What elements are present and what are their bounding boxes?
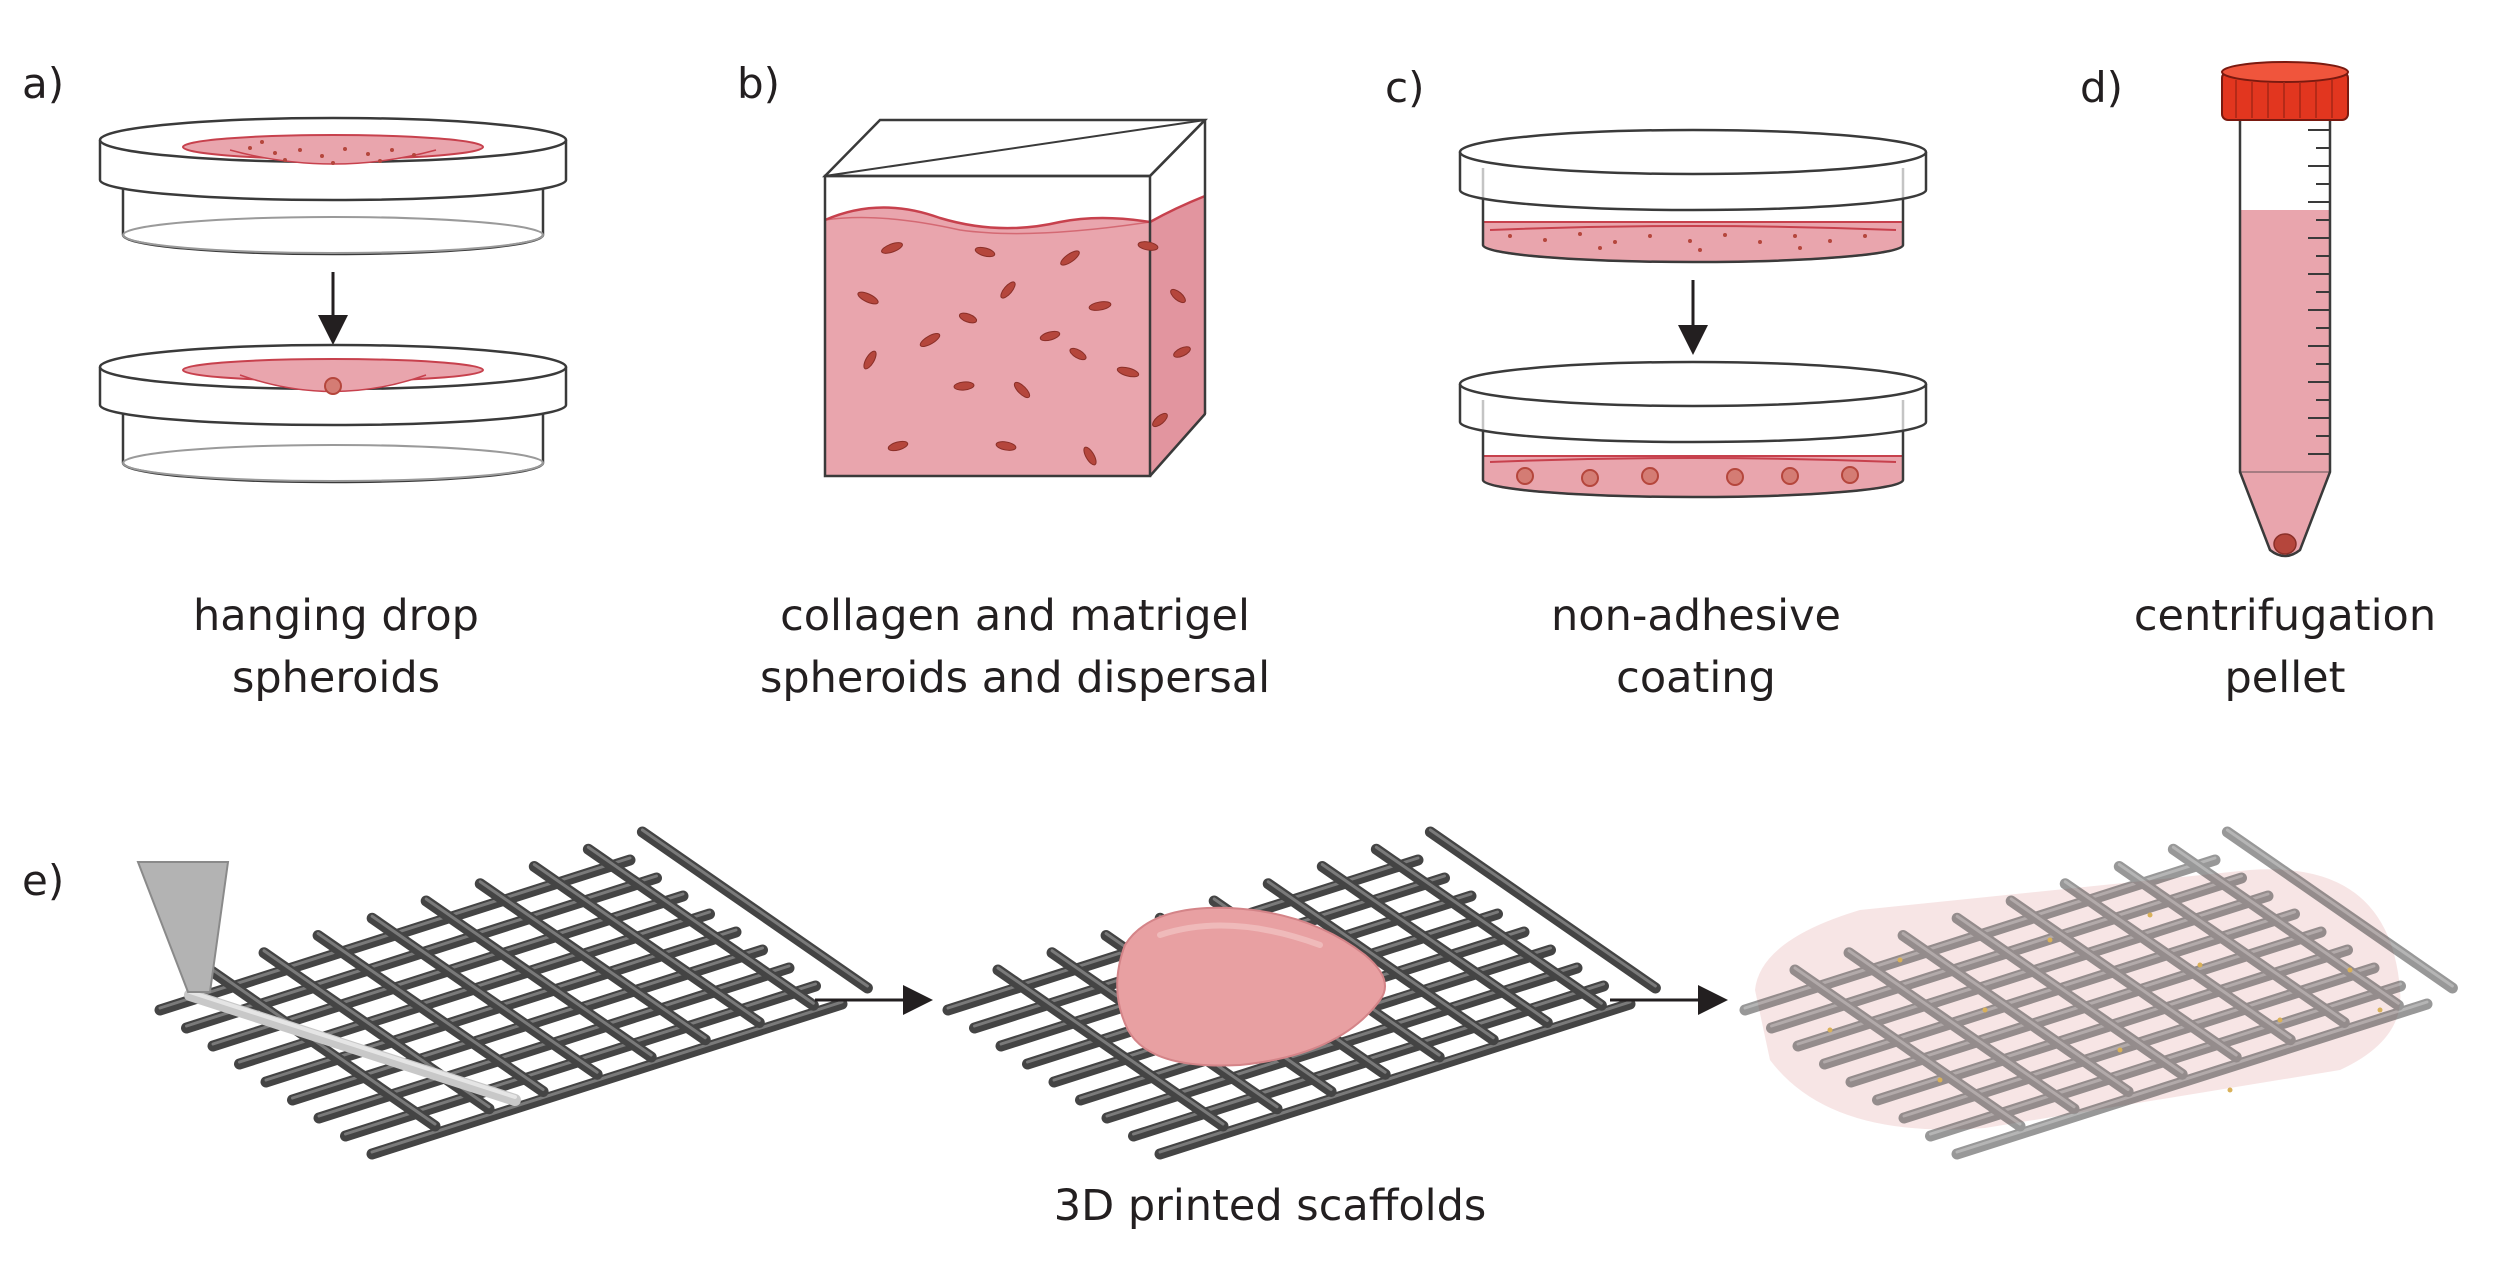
scaffold-rod-highlight xyxy=(2117,863,2346,1022)
panel-b-caption-line2: spheroids and dispersal xyxy=(760,653,1270,703)
panel-c-caption-line1: non-adhesive xyxy=(1551,591,1841,641)
scaffold-rod xyxy=(636,826,873,994)
panel-e-label: e) xyxy=(22,856,64,905)
scaffold-rod-highlight xyxy=(1320,863,1549,1022)
scaffold-rod xyxy=(1843,947,2080,1115)
scaffold-rod xyxy=(528,861,765,1028)
scaffold-rod xyxy=(1789,964,2026,1132)
falcon-tube-icon xyxy=(2221,61,2349,558)
scaffold-rod xyxy=(204,964,441,1132)
scaffold-rod-highlight xyxy=(532,863,761,1022)
scaffold-rod xyxy=(992,964,1229,1132)
panel-e: e) 3D printed scaffolds xyxy=(22,826,2458,1231)
scaffold-rod-highlight xyxy=(2171,845,2400,1005)
scaffold-rod-highlight xyxy=(1901,932,2130,1091)
scaffold-rod-highlight xyxy=(370,914,599,1074)
scaffold-rod xyxy=(420,895,657,1063)
panel-b-caption-line1: collagen and matrigel xyxy=(780,591,1250,641)
scaffold-rod xyxy=(1424,826,1661,994)
scaffold-rod xyxy=(582,843,819,1011)
scaffold-rod-highlight xyxy=(640,828,869,988)
scaffold-rod-highlight xyxy=(1955,914,2184,1074)
dispersed-cells xyxy=(857,241,1191,466)
panel-c-caption-line2: coating xyxy=(1616,653,1776,703)
scaffold-rod xyxy=(2113,861,2350,1028)
panel-e-caption: 3D printed scaffolds xyxy=(1054,1181,1487,1231)
spheroids xyxy=(1516,466,1859,487)
scaffold-rod-highlight xyxy=(586,845,815,1005)
panel-a-caption-line2: spheroids xyxy=(232,653,440,703)
scaffold-rod xyxy=(366,912,603,1080)
cell-dots xyxy=(1508,232,1867,252)
panel-a: a) hanging xyxy=(22,59,568,703)
scaffold-rod xyxy=(1897,930,2134,1097)
panel-c-label: c) xyxy=(1385,63,1424,112)
scaffold-rod xyxy=(474,878,711,1046)
scaffold-rod-highlight xyxy=(1266,880,1495,1040)
scaffold-rod xyxy=(1262,878,1499,1046)
scaffold-grid-icon xyxy=(154,826,873,1160)
scaffold-rod xyxy=(1370,843,1607,1011)
scaffold-rod-highlight xyxy=(2225,828,2454,988)
petri-dish-icon xyxy=(98,343,568,484)
scaffold-rod-highlight xyxy=(478,880,707,1040)
cell-suspension-blob xyxy=(1116,906,1386,1067)
scaffold-rod xyxy=(2221,826,2458,994)
panel-a-caption-line1: hanging drop xyxy=(193,591,479,641)
pellet xyxy=(2273,533,2297,555)
scaffold-rod xyxy=(1316,861,1553,1028)
scaffold-rod xyxy=(1951,912,2188,1080)
petri-dish-icon xyxy=(98,116,568,256)
petri-dish-icon xyxy=(1458,360,1928,499)
scaffold-rod xyxy=(2059,878,2296,1046)
spheroid xyxy=(324,377,342,395)
scaffold-rod xyxy=(312,930,549,1097)
scaffold-rod-highlight xyxy=(316,932,545,1091)
petri-dish-icon xyxy=(1458,128,1928,264)
scaffold-rod-highlight xyxy=(996,966,1225,1126)
scaffold-rod-highlight xyxy=(2009,897,2238,1057)
scaffold-rod-highlight xyxy=(1158,1000,1632,1154)
panel-d-label: d) xyxy=(2080,63,2123,112)
scaffold-rod-highlight xyxy=(1374,845,1603,1005)
panel-d-caption-line2: pellet xyxy=(2225,653,2346,703)
scaffold-rod-highlight xyxy=(1847,949,2076,1109)
panel-d: d) xyxy=(2080,61,2436,703)
scaffold-rod-highlight xyxy=(1793,966,2022,1126)
scaffold-rod xyxy=(1951,998,2433,1160)
scaffold-rod xyxy=(1154,998,1636,1160)
seeded-cells xyxy=(1827,912,2383,1093)
scaffold-rod-highlight xyxy=(1428,828,1657,988)
scaffold-grid-icon xyxy=(1739,826,2458,1160)
panel-b-label: b) xyxy=(737,59,780,108)
panel-d-caption-line1: centrifugation xyxy=(2134,591,2436,641)
scaffold-rod-highlight xyxy=(424,897,653,1057)
panel-b: b) xyxy=(737,59,1270,703)
scaffold-rod-highlight xyxy=(1955,1000,2429,1154)
scaffold-rod xyxy=(2005,895,2242,1063)
scaffold-rod xyxy=(2167,843,2404,1011)
gel-cube-icon xyxy=(822,118,1208,478)
panel-a-label: a) xyxy=(22,59,64,108)
panel-c: c) xyxy=(1385,63,1928,703)
cell-dots xyxy=(248,140,416,165)
scaffold-rod-highlight xyxy=(2063,880,2292,1040)
scaffold-rod-highlight xyxy=(370,1000,844,1154)
scaffold-rod xyxy=(366,998,848,1160)
printing-nozzle-icon xyxy=(136,861,521,1106)
scaffold-rod-highlight xyxy=(208,966,437,1126)
